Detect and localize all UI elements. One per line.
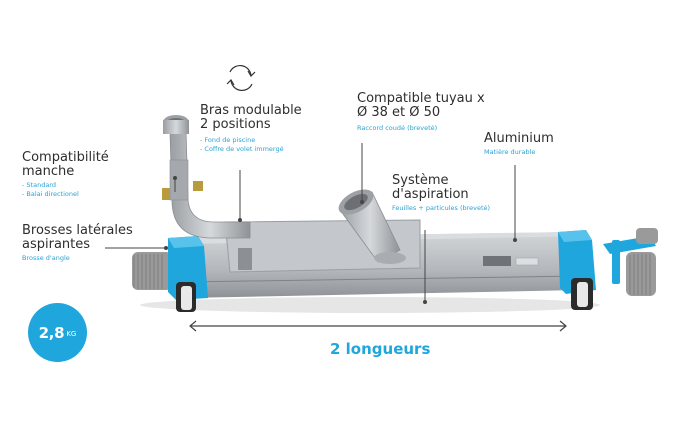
bras-sub-line2: - Coffre de volet immergé bbox=[200, 145, 284, 153]
left-side-brush bbox=[132, 252, 172, 290]
aspiration-title-line2: d'aspiration bbox=[392, 187, 469, 202]
suction-elbow bbox=[338, 189, 406, 264]
brosses-sub: Brosse d'angle bbox=[22, 254, 70, 262]
weight-badge: 2,8 KG bbox=[28, 303, 87, 362]
length-label: 2 longueurs bbox=[330, 340, 431, 358]
label-bras-modulable: Bras modulable 2 positions - Fond de pis… bbox=[200, 104, 302, 154]
label-compatibilite-manche: Compatibilité manche - Standard - Balai … bbox=[22, 151, 109, 199]
right-end-cap bbox=[558, 230, 596, 310]
manche-sub-line2: - Balai directionel bbox=[22, 190, 79, 198]
aluminium-title: Aluminium bbox=[484, 131, 554, 146]
label-aluminium: Aluminium Matière durable bbox=[484, 132, 554, 157]
manche-sub-line1: - Standard bbox=[22, 181, 56, 189]
aluminium-sub: Matière durable bbox=[484, 148, 536, 156]
rotate-arrows-icon bbox=[226, 64, 256, 92]
aspiration-title-line1: Système bbox=[392, 173, 449, 188]
label-compatible-tuyau: Compatible tuyau x Ø 38 et Ø 50 Raccord … bbox=[357, 92, 485, 133]
tuyau-sub-line1: Raccord coudé (breveté) bbox=[357, 124, 438, 132]
aspiration-sub: Feuilles + particules (breveté) bbox=[392, 204, 491, 212]
length-arrow bbox=[189, 320, 567, 332]
manche-title-line1: Compatibilité bbox=[22, 150, 109, 165]
brosses-title-line2: aspirantes bbox=[22, 237, 91, 252]
tuyau-title-line1: Compatible tuyau x bbox=[357, 91, 485, 106]
bras-sub-line1: - Fond de piscine bbox=[200, 136, 256, 144]
weight-value: 2,8 bbox=[38, 323, 65, 342]
label-systeme-aspiration: Système d'aspiration Feuilles + particul… bbox=[392, 174, 490, 213]
leader-lines bbox=[105, 143, 517, 304]
weight-unit: KG bbox=[66, 330, 77, 338]
left-end-cap bbox=[168, 236, 208, 312]
label-brosses-laterales: Brosses latérales aspirantes Brosse d'an… bbox=[22, 224, 133, 263]
detached-side-brush bbox=[603, 228, 658, 296]
tuyau-title-line2: Ø 38 et Ø 50 bbox=[357, 105, 441, 120]
vacuum-body bbox=[175, 219, 581, 298]
bras-title-line1: Bras modulable bbox=[200, 103, 302, 118]
manche-title-line2: manche bbox=[22, 164, 75, 179]
brosses-title-line1: Brosses latérales bbox=[22, 223, 133, 238]
bras-title-line2: 2 positions bbox=[200, 117, 271, 132]
shadow bbox=[140, 297, 600, 313]
